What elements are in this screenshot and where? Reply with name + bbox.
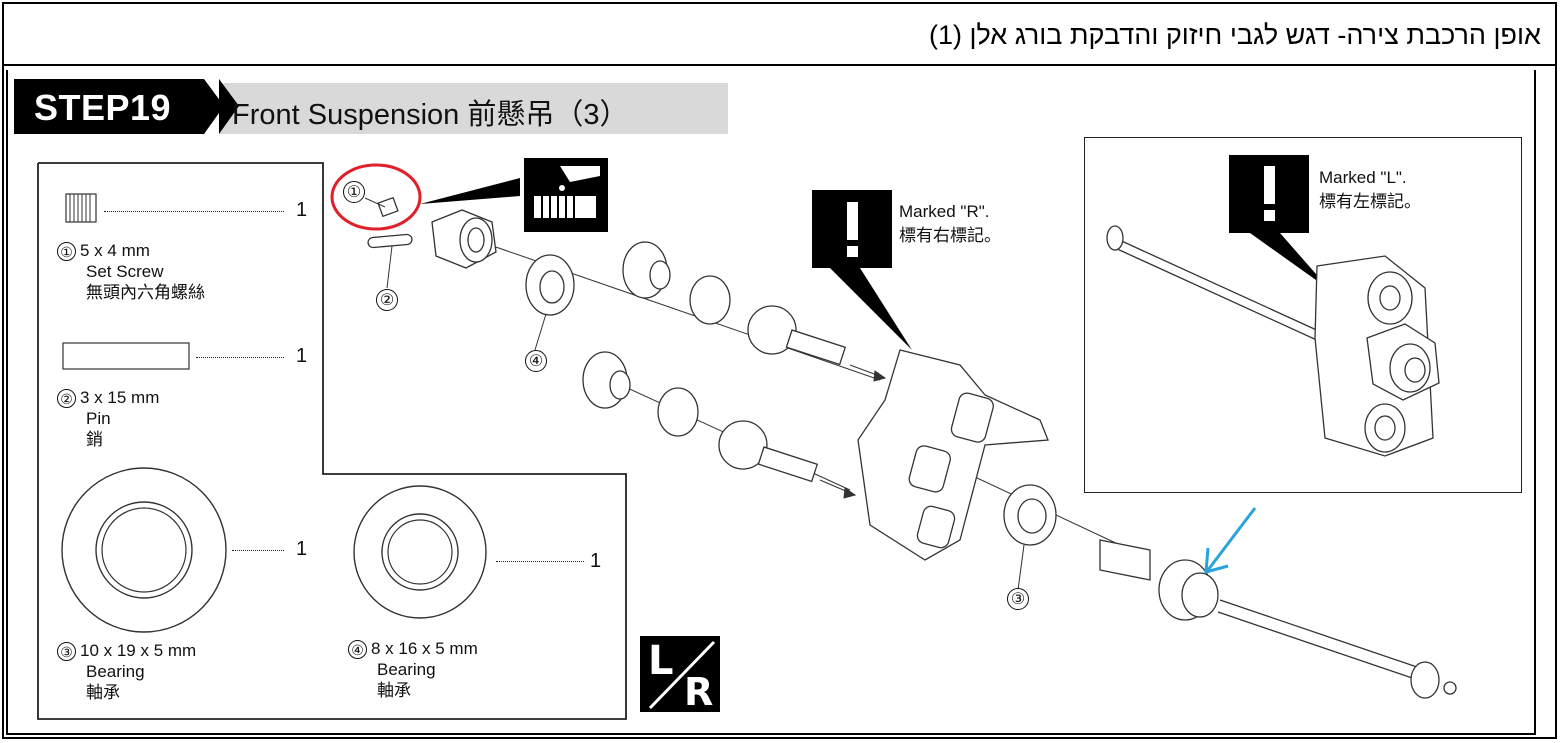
inset-left-view: Marked "L". 標有左標記。	[1084, 137, 1522, 493]
step-arrow-shape	[204, 79, 239, 134]
part-qty: 1	[590, 550, 602, 572]
highlight-circle	[330, 163, 422, 231]
warning-icon	[812, 190, 912, 350]
part-qty: 1	[296, 345, 308, 367]
qty-leader	[104, 211, 284, 212]
callout-1: ①	[343, 181, 365, 203]
warning-icon	[1229, 155, 1330, 290]
part-name: Pin	[86, 409, 111, 429]
lr-badge-r: R	[684, 670, 714, 714]
qty-leader	[196, 357, 284, 358]
part-name-zh: 軸承	[86, 683, 120, 703]
part-name: Bearing	[86, 662, 145, 682]
step-badge: STEP19	[14, 79, 219, 134]
hebrew-header: אופן הרכבת צירה- דגש לגבי חיזוק והדבקת ב…	[4, 4, 1555, 66]
part-name-zh: 銷	[86, 430, 103, 450]
step-title: Front Suspension 前懸吊（3）	[232, 99, 629, 131]
part-qty: 1	[296, 199, 308, 221]
lr-badge: L R	[640, 636, 720, 714]
step-title-background	[204, 83, 728, 134]
threadlock-icon	[420, 158, 608, 232]
step-number: STEP19	[34, 87, 172, 128]
part-size: 5 x 4 mm	[80, 241, 150, 260]
marked-r-note: Marked "R". 標有右標記。	[899, 200, 1001, 248]
marked-l-en: Marked "L".	[1319, 168, 1407, 187]
step-header: STEP19 Front Suspension 前懸吊（3）	[14, 79, 728, 134]
qty-leader	[232, 550, 284, 551]
marked-r-en: Marked "R".	[899, 202, 990, 221]
left-knuckle-drawing	[1106, 225, 1440, 457]
part-size: 10 x 19 x 5 mm	[80, 641, 197, 660]
part-qty: 1	[296, 538, 308, 560]
marked-r-zh: 標有右標記。	[899, 226, 1001, 245]
part-size: 3 x 15 mm	[80, 388, 160, 407]
marked-l-zh: 標有左標記。	[1319, 192, 1421, 211]
callout-2: ②	[376, 289, 398, 311]
part-name-zh: 無頭內六角螺絲	[86, 283, 205, 303]
callout-4: ④	[525, 350, 547, 372]
lr-slash	[648, 640, 716, 710]
hebrew-title: אופן הרכבת צירה- דגש לגבי חיזוק והדבקת ב…	[928, 20, 1541, 50]
callout-3: ③	[1007, 588, 1029, 610]
part-name: Set Screw	[86, 262, 164, 282]
blue-arrow	[1204, 507, 1257, 575]
part-size: 8 x 16 x 5 mm	[371, 639, 478, 658]
lr-badge-l: L	[648, 638, 674, 684]
part-name: Bearing	[377, 660, 436, 680]
qty-leader	[496, 561, 584, 562]
manual-page	[6, 70, 1536, 735]
part-name-zh: 軸承	[377, 681, 411, 701]
marked-l-note: Marked "L". 標有左標記。	[1319, 166, 1421, 214]
